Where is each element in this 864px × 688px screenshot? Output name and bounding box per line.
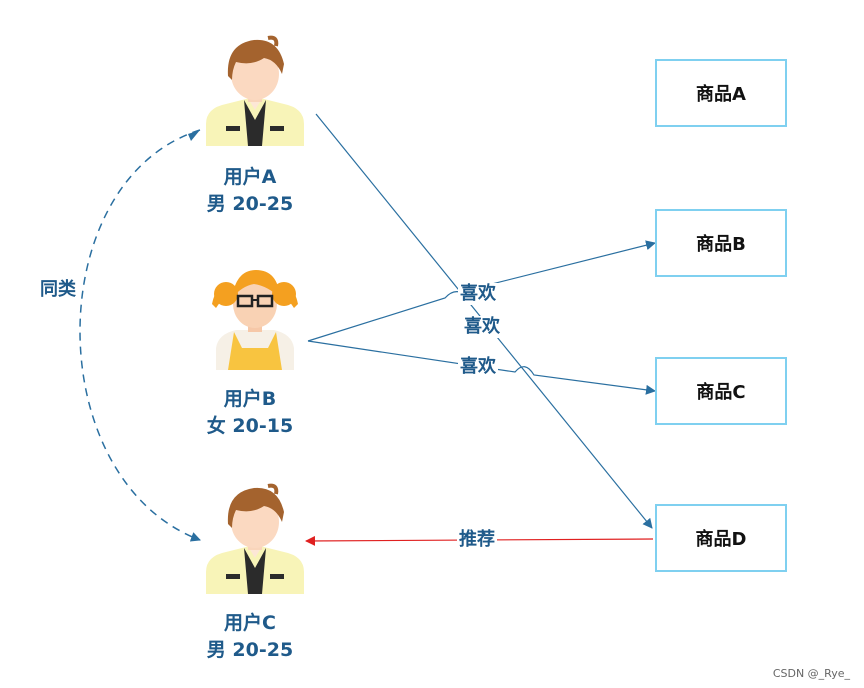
product-d-box: 商品D xyxy=(655,504,787,572)
edge-b-to-c xyxy=(307,340,656,395)
similar-label: 同类 xyxy=(38,279,78,301)
similar-edge-start-arrow xyxy=(188,130,200,141)
user-c-label: 用户C 男 20-25 xyxy=(180,610,320,664)
recommend-label: 推荐 xyxy=(457,529,497,551)
user-c-info: 男 20-25 xyxy=(206,639,294,661)
like-label-b-to-b: 喜欢 xyxy=(458,283,498,305)
similar-edge xyxy=(79,129,201,542)
product-c-box: 商品C xyxy=(655,357,787,425)
user-a-info: 男 20-25 xyxy=(206,193,294,215)
user-c-name: 用户C xyxy=(224,612,276,634)
user-a-avatar xyxy=(206,35,304,146)
like-label-b-to-c: 喜欢 xyxy=(458,356,498,378)
user-b-label: 用户B 女 20-15 xyxy=(180,386,320,440)
user-b-name: 用户B xyxy=(223,388,277,410)
watermark: CSDN @_Rye_ xyxy=(772,667,850,680)
product-b-box: 商品B xyxy=(655,209,787,277)
user-a-name: 用户A xyxy=(223,166,277,188)
user-b-avatar xyxy=(212,270,298,370)
user-b-info: 女 20-15 xyxy=(206,415,294,437)
user-a-label: 用户A 男 20-25 xyxy=(180,164,320,218)
like-label-a-to-d: 喜欢 xyxy=(462,316,502,338)
user-c-avatar xyxy=(206,483,304,594)
product-a-box: 商品A xyxy=(655,59,787,127)
